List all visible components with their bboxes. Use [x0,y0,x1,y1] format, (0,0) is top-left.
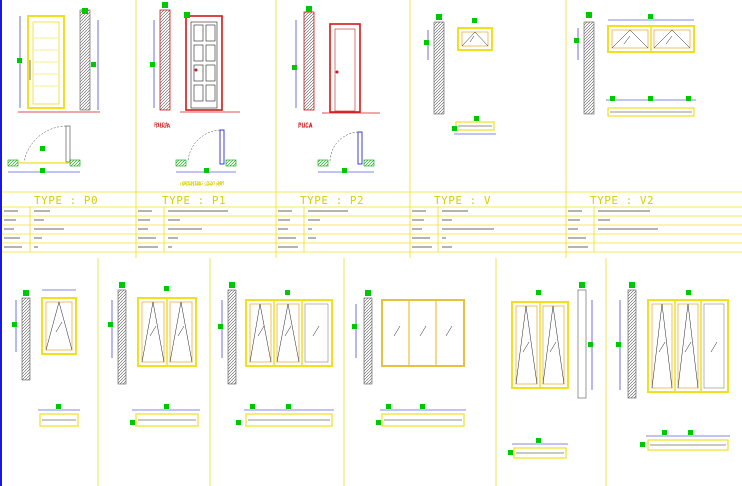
door-elevation-p1 [180,12,240,113]
type-label-p1: TYPE : P1 [162,194,227,207]
window-plan-v2 [606,96,696,117]
wall-section-p0 [79,8,99,111]
wall-section-p2 [292,6,315,111]
wall-section-b3 [218,282,237,385]
wall-section-v2 [574,12,595,115]
door-plan-p1 [175,129,237,173]
window-plan-b4 [376,404,466,427]
window-elevation-b3 [245,290,333,367]
window-elevation-b6 [647,290,729,393]
plan-label-p1-text: PUCA [154,122,169,129]
window-plan-b3 [236,404,334,427]
top-panel-grid [2,0,742,258]
window-elevation-b1 [41,289,77,355]
window-plan-v [452,116,496,135]
window-elevation-v2 [607,14,695,53]
window-plan-b1 [38,404,80,427]
door-plan-p2 [317,131,375,173]
plan-label-p2: PUCA [298,123,313,130]
wall-section-b1 [12,290,31,381]
wall-section-v [424,14,445,115]
window-plan-b5 [508,438,568,459]
wall-section-b6 [616,282,637,399]
door-plan-p0 [7,125,81,173]
wall-section-b4 [352,290,373,385]
wall-section-b5 [577,282,593,399]
window-elevation-v [457,18,493,51]
type-label-v2: TYPE : V2 [590,194,655,207]
window-elevation-b2 [137,286,197,367]
opening-label-p1: OPENING 320 MM [180,182,222,188]
plan-label-p2-text: PUCA [298,122,313,129]
type-label-p2: TYPE : P2 [300,194,365,207]
type-label-v: TYPE : V [434,194,491,207]
window-plan-b6 [640,430,730,451]
window-plan-b2 [130,404,200,427]
wall-section-b2 [108,282,127,385]
bottom-panel-grid [97,258,607,486]
plan-label-p1: PUCA [156,123,171,130]
window-elevation-b4 [381,299,465,367]
wall-section-p1 [150,2,171,111]
door-elevation-p0 [17,15,100,113]
opening-label-p1-text: OPENING 320 MM [182,181,225,187]
type-label-p0: TYPE : P0 [34,194,99,207]
window-elevation-b5 [511,290,569,389]
door-elevation-p2 [322,23,380,114]
